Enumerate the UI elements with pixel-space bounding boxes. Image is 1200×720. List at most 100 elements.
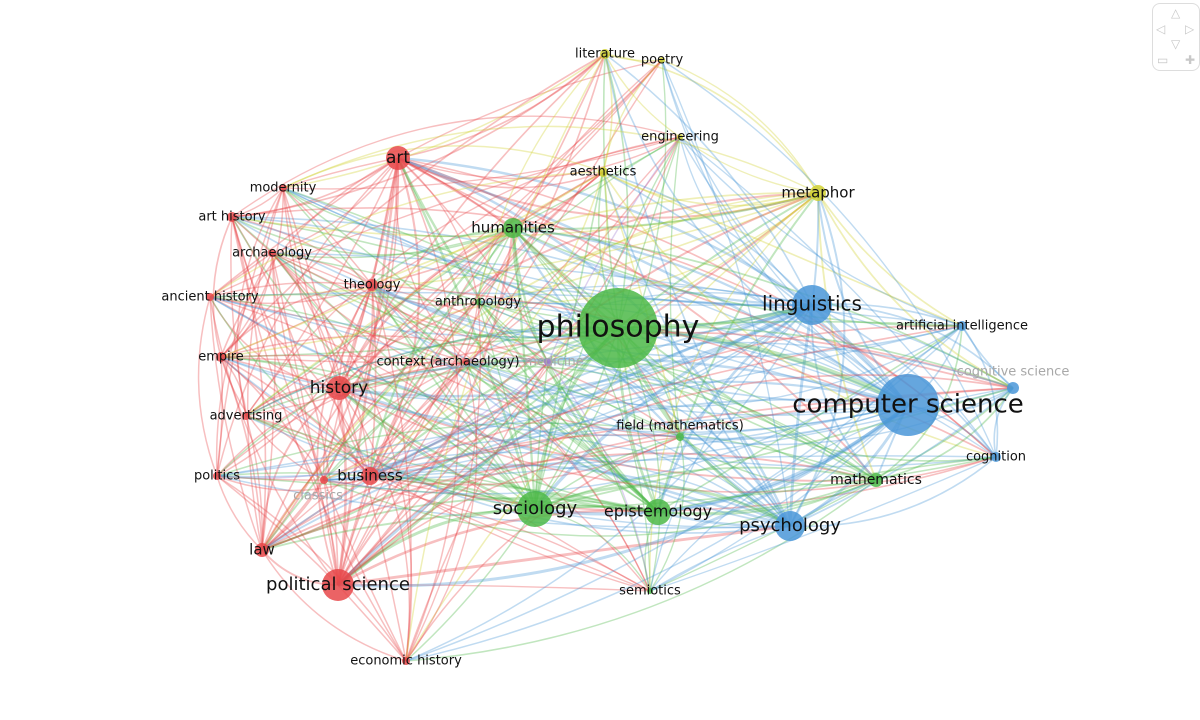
edge-poetry-political_science [337,59,663,586]
zoom-in-icon[interactable]: ✚ [1185,53,1196,67]
node-label[interactable]: theology [344,278,401,293]
node-label[interactable]: computer science [792,390,1024,420]
edge-epistemology-theology [371,284,659,513]
node-label[interactable]: law [249,541,275,559]
node-art-history[interactable] [227,212,237,222]
node-field-math[interactable] [676,433,684,441]
edge-archaeology-political_science [271,252,339,586]
node-label[interactable]: economic history [350,654,462,669]
node-label[interactable]: engineering [641,130,719,145]
node-literature[interactable] [600,49,610,59]
node-humanities[interactable] [503,218,523,238]
node-label[interactable]: philosophy [537,310,700,345]
node-classics[interactable] [320,476,328,484]
zoom-out-icon[interactable]: ▭ [1157,53,1169,67]
node-label[interactable]: humanities [471,219,555,237]
node-label[interactable]: semiotics [619,584,681,599]
node-label[interactable]: business [337,467,403,485]
edge-classics-context [323,361,467,481]
node-label[interactable]: politics [194,469,240,484]
node-label[interactable]: art [386,148,410,168]
node-label[interactable]: mathematics [830,472,922,488]
pan-down-icon[interactable]: ▽ [1171,37,1181,51]
node-theology[interactable] [366,279,378,291]
pan-up-icon[interactable]: △ [1171,6,1181,20]
node-poetry[interactable] [659,57,665,63]
node-metaphor[interactable] [810,185,826,201]
node-label[interactable]: metaphor [781,184,855,202]
edge-ancient_history-politics [197,296,218,477]
node-politics[interactable] [213,472,221,480]
node-history[interactable] [327,376,351,400]
node-label[interactable]: history [310,378,368,398]
node-label[interactable]: linguistics [762,292,862,316]
node-label[interactable]: poetry [641,53,684,68]
node-computer-science[interactable] [877,374,939,436]
node-label[interactable]: political science [266,574,410,595]
node-label[interactable]: empire [198,350,244,365]
node-epistemology[interactable] [645,499,671,525]
edge-cognitive_science-philosophy [617,326,1014,389]
node-label[interactable]: literature [575,47,635,62]
edge-epistemology-medicine [547,361,659,513]
edge-epistemology-politics [216,475,659,513]
edge-medicine-psychology [547,361,791,527]
node-context[interactable] [463,359,469,365]
edge-ancient_history-epistemology [209,296,659,513]
edge-art_history-political_science [231,216,339,586]
edge-economic_history-mathematics [405,479,877,662]
edge-archaeology-linguistics [271,252,813,306]
node-modernity[interactable] [279,184,287,192]
node-label[interactable]: sociology [493,498,578,519]
node-aesthetics[interactable] [598,167,608,177]
node-business[interactable] [361,467,379,485]
node-mathematics[interactable] [869,473,883,487]
node-sociology[interactable] [517,491,553,527]
node-label[interactable]: epistemology [604,502,712,521]
node-semiotics[interactable] [647,588,653,594]
node-label[interactable]: medicine [524,355,584,370]
node-cognitive-science[interactable] [1007,382,1019,394]
node-economic-history[interactable] [402,657,410,665]
node-label[interactable]: cognitive science [957,365,1070,380]
node-label[interactable]: context (archaeology) [376,355,519,370]
node-advertising[interactable] [242,412,250,420]
node-engineering[interactable] [677,134,683,140]
node-medicine[interactable] [544,358,552,366]
node-political-science[interactable] [322,569,354,601]
node-philosophy[interactable] [578,288,658,368]
node-label[interactable]: cognition [966,450,1026,465]
node-label[interactable]: advertising [210,409,283,424]
pan-left-icon[interactable]: ◁ [1156,22,1166,36]
pan-right-icon[interactable]: ▷ [1185,22,1195,36]
node-art[interactable] [386,146,410,170]
node-label[interactable]: field (mathematics) [616,419,744,434]
node-ancient-history[interactable] [206,293,214,301]
node-law[interactable] [255,543,269,557]
node-label[interactable]: ancient history [161,290,258,305]
node-label[interactable]: psychology [739,515,841,536]
node-psychology[interactable] [775,511,805,541]
node-ai[interactable] [957,321,967,331]
node-label[interactable]: classics [293,489,343,504]
node-label[interactable]: art history [198,210,266,225]
node-linguistics[interactable] [792,285,832,325]
edge-empire-political_science [220,356,339,586]
node-label[interactable]: aesthetics [570,165,637,180]
node-archaeology[interactable] [268,249,276,257]
node-cognition[interactable] [991,452,1001,462]
node-label[interactable]: anthropology [435,295,522,310]
edge-field_math-linguistics [679,304,813,438]
edge-cognition-philosophy [617,327,997,462]
node-label[interactable]: modernity [250,181,317,196]
node-label[interactable]: artificial intelligence [896,319,1028,334]
node-empire[interactable] [216,352,226,362]
edge-linguistics-psychology [788,304,814,527]
edge-art_history-literature [231,53,606,218]
node-anthropology[interactable] [475,299,481,305]
edge-psychology-semiotics [649,525,791,592]
node-label[interactable]: archaeology [232,246,312,261]
edge-advertising-philosophy [245,327,619,417]
edge-law-modernity [246,187,284,551]
